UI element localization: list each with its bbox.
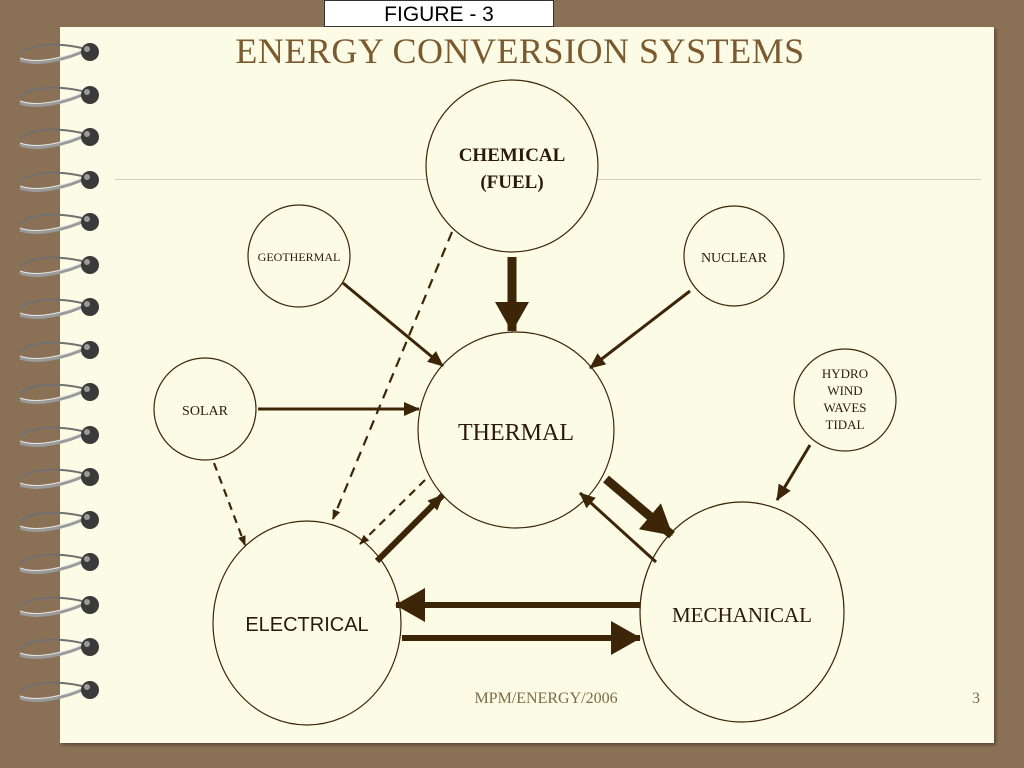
binding-ring [19, 383, 99, 404]
binding-ring [19, 595, 99, 617]
nuclear-circle [683, 205, 785, 307]
chemical-label: CHEMICAL [459, 145, 566, 166]
binding-ring [19, 425, 99, 447]
electrical-label: ELECTRICAL [245, 614, 368, 636]
arrow-electrical-thermal [374, 492, 446, 564]
arrow-solar-electrical [212, 462, 247, 546]
footer-text: MPM/ENERGY/2006 [474, 690, 618, 707]
page-title: ENERGY CONVERSION SYSTEMS [235, 31, 805, 71]
hydro-circle [793, 348, 897, 452]
binding-ring [19, 510, 99, 532]
binding-ring [19, 213, 99, 234]
fuel-label: (FUEL) [480, 172, 543, 193]
solar-label: SOLAR [182, 404, 229, 419]
arrow-thermal-mechanical [603, 475, 675, 539]
binding-ring [19, 468, 99, 489]
binding-ring [19, 255, 99, 277]
geothermal-label: GEOTHERMAL [258, 250, 341, 264]
nuclear-label: NUCLEAR [701, 251, 768, 266]
binding-ring [19, 85, 99, 107]
binding-ring [19, 43, 99, 64]
binding-ring [19, 170, 99, 192]
electrical-ellipse [212, 520, 402, 726]
binding-ring [19, 298, 99, 319]
page-number: 3 [972, 690, 980, 707]
arrow-hydro-mechanical [775, 444, 812, 501]
tidal-label: TIDAL [826, 417, 865, 432]
arrow-thermal-electrical [359, 479, 426, 545]
binding-ring [19, 638, 99, 659]
waves-label: WAVES [823, 400, 866, 415]
binding-ring [19, 128, 99, 149]
thermal-label: THERMAL [458, 420, 574, 446]
thermal-circle [417, 331, 615, 529]
binding-ring [19, 553, 99, 574]
figure-label: FIGURE - 3 [324, 0, 554, 27]
mechanical-ellipse [639, 501, 845, 723]
hydro-label: HYDRO [822, 366, 868, 381]
mechanical-label: MECHANICAL [672, 603, 812, 627]
arrow-mechanical-thermal [578, 491, 658, 564]
wind-label: WIND [827, 383, 862, 398]
binding-ring [19, 680, 99, 702]
geothermal-circle [247, 204, 351, 308]
arrow-chemical-electrical [331, 231, 454, 520]
chemical-circle [425, 79, 599, 253]
binding-ring [19, 340, 99, 362]
arrow-nuclear-thermal [589, 289, 691, 370]
solar-circle [153, 357, 257, 461]
arrow-geothermal-thermal [342, 281, 444, 368]
